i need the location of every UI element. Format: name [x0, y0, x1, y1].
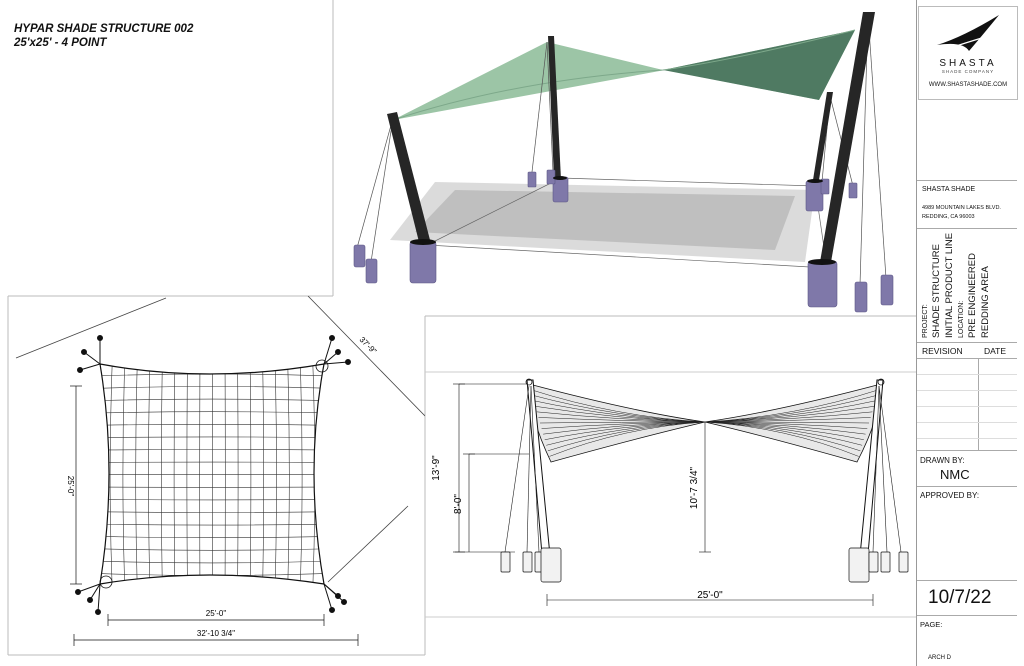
location-label: LOCATION: [958, 300, 965, 338]
corner-hardware [75, 335, 351, 615]
plan-side-dim: 25'-0" [66, 476, 75, 497]
elev-overall-height: 13'-9" [431, 455, 442, 481]
drawn-by-label: DRAWN BY: [920, 456, 965, 465]
ballasts [353, 169, 894, 313]
drawing-title-line2: 25'x25' - 4 POINT [14, 37, 107, 49]
drawing-title: HYPAR SHADE STRUCTURE 002 25'x25' - 4 PO… [14, 22, 193, 50]
address-line2: REDDING, CA 96003 [922, 214, 975, 220]
drawing-title-line1: HYPAR SHADE STRUCTURE 002 [14, 23, 194, 35]
approved-by-label: APPROVED BY: [920, 491, 980, 500]
plan-sail-grid [100, 364, 324, 584]
brand-subtitle: SHADE COMPANY [941, 69, 995, 74]
revision-label: REVISION [922, 346, 963, 356]
page-label: PAGE: [920, 620, 943, 629]
sheet-size: ARCH D [928, 655, 952, 661]
plan-view: 37'-9" 25'-0" 25'-0" 32'-10 3/4" [15, 296, 425, 646]
elev-center-height: 10'-7 3/4" [689, 466, 700, 509]
drawn-by-value: NMC [940, 467, 970, 482]
location-line2: REDDING AREA [980, 266, 991, 338]
shade-sail-light [393, 30, 855, 120]
shasta-logo-icon [937, 15, 999, 51]
posts [387, 12, 875, 262]
plan-diagonal-dim: 37'-9" [358, 335, 379, 356]
elevation-ballasts [500, 547, 909, 583]
ground-shadow [390, 182, 815, 262]
project-line1: SHADE STRUCTURE [931, 244, 942, 338]
brand-name: SHASTA [939, 58, 997, 69]
company-name: SHASTA SHADE [922, 186, 976, 193]
website: WWW.SHASTASHADE.COM [928, 82, 1008, 88]
project-label: PROJECT: [922, 304, 929, 338]
render-3d [353, 12, 894, 313]
project-line2: INITIAL PRODUCT LINE [944, 232, 955, 338]
elev-span: 25'-0" [697, 590, 723, 601]
address-line1: 4989 MOUNTAIN LAKES BLVD. [922, 205, 1001, 211]
elev-low-height: 8'-0" [453, 494, 464, 514]
location-line1: PRE ENGINEERED [967, 253, 978, 338]
elevation-view: 13'-9" 8'-0" 10'-7 3/4" 25'-0" [431, 378, 909, 606]
date-label: DATE [984, 346, 1007, 356]
shade-sail-dark [663, 30, 855, 100]
logo-box: SHASTA SHADE COMPANY WWW.SHASTASHADE.COM [918, 6, 1018, 100]
plan-inner-width-dim: 25'-0" [206, 609, 227, 618]
plan-outer-width-dim: 32'-10 3/4" [197, 629, 235, 638]
title-block [916, 0, 1024, 666]
drawing-date: 10/7/22 [928, 587, 992, 608]
